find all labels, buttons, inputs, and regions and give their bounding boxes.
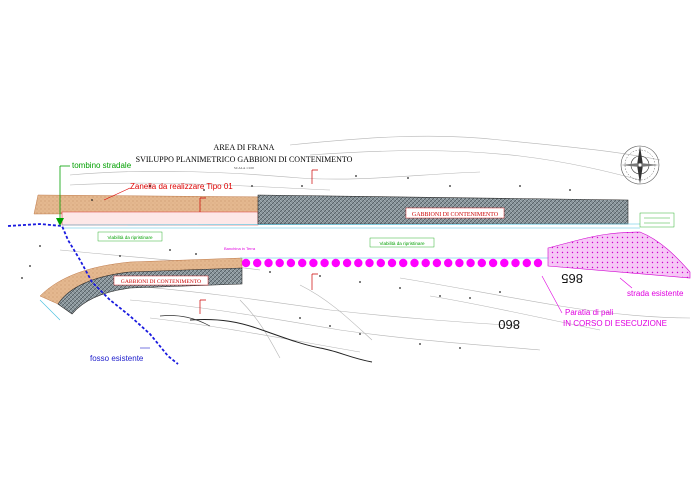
paratia-label-1: Paratia di pali [565,308,614,317]
spot-point [519,185,521,187]
pile [298,258,307,268]
pile [500,258,509,268]
spot-point [203,189,205,191]
pile [466,258,475,268]
pile [309,258,318,268]
spot-point [459,347,461,349]
banchina-label: Banchina in Terra [224,246,256,251]
spot-points [21,175,571,349]
lower-gabion-strip: GABBIONI DI CONTENIMENTO [39,257,243,315]
pile [241,258,251,268]
pile [511,258,520,268]
spot-point [359,333,361,335]
fosso-label: fosso esistente [90,354,144,363]
pile [421,258,430,268]
north-arrow-icon [620,145,660,185]
spot-point [407,177,409,179]
pile [399,258,408,268]
spot-point [169,249,171,251]
spot-point [21,277,23,279]
terrain-contours [59,135,691,359]
pile [533,258,543,268]
viabilita-labels: Viabilità da ripristinare Viabilità da r… [97,231,435,248]
pile [253,258,262,268]
spot-point [319,275,321,277]
spot-point [469,297,471,299]
spot-point [329,325,331,327]
pile [376,258,385,268]
viabilita-left-label: Viabilità da ripristinare [107,235,153,240]
spot-point [449,185,451,187]
strada-annotation: strada esistente [619,277,684,298]
spot-point [119,255,121,257]
spot-point [399,287,401,289]
pile [488,258,498,268]
paratia-annotation: Paratia di pali IN CORSO DI ESECUZIONE [541,275,667,328]
pile [342,258,352,268]
title-line-2: SVILUPPO PLANIMETRICO GABBIONI DI CONTEN… [136,155,353,164]
gabbioni-lower-label: GABBIONI DI CONTENIMENTO [121,279,201,285]
pile [444,258,453,268]
spot-point [569,189,571,191]
road-edges [39,223,641,321]
paratia-label-2: IN CORSO DI ESECUZIONE [563,319,667,328]
viabilita-right-label: Viabilità da ripristinare [379,241,425,246]
spot-point [91,199,93,201]
pile [432,258,442,268]
pile [275,258,284,268]
strada-label: strada esistente [627,289,684,298]
spot-point [301,185,303,187]
spot-point [439,295,441,297]
scale-note: SCALA 1:100 [234,166,254,170]
existing-road-area [547,231,691,279]
spot-point [499,291,501,293]
gabion-label-bg [405,207,505,219]
existing-road-edge-secondary [159,315,211,327]
pile [477,258,486,268]
pile-wall [241,258,543,268]
title-block: AREA DI FRANA SVILUPPO PLANIMETRICO GABB… [136,143,353,170]
pile [387,258,397,268]
pile [320,258,329,268]
pile [264,258,273,268]
spot-point [39,245,41,247]
section-markers [199,169,318,314]
upper-retaining-band [61,211,259,226]
spot-point [269,271,271,273]
spot-point [355,175,357,177]
spot-point [29,265,31,267]
contour-860-label: 860 [498,317,520,332]
spot-point [251,185,253,187]
spot-level-note [639,212,675,228]
pile [455,258,464,268]
pile [522,258,531,268]
title-line-1: AREA DI FRANA [214,143,275,152]
spot-point [149,185,151,187]
existing-road-edge [189,319,373,363]
tombino-label: tombino stradale [72,161,132,170]
pile [331,258,340,268]
pile [286,258,296,268]
pile [354,258,363,268]
fosso-annotation: fosso esistente [90,347,150,363]
spot-point [359,281,361,283]
zanella-annotation: Zanella da realizzare Tipo 01 [103,182,233,201]
pile [365,258,374,268]
spot-point [195,253,197,255]
zanella-label: Zanella da realizzare Tipo 01 [130,182,233,191]
pile [410,258,419,268]
gabion-lower-label-bg [113,275,209,286]
spot-point [299,317,301,319]
upper-gabion-strip: GABBIONI DI CONTENIMENTO [33,194,629,226]
culvert-marker [56,165,70,226]
contour-865-label: 865 [561,271,583,286]
spot-point [419,343,421,345]
gabbioni-upper-label: GABBIONI DI CONTENIMENTO [412,212,499,218]
fosso-line [7,223,179,365]
